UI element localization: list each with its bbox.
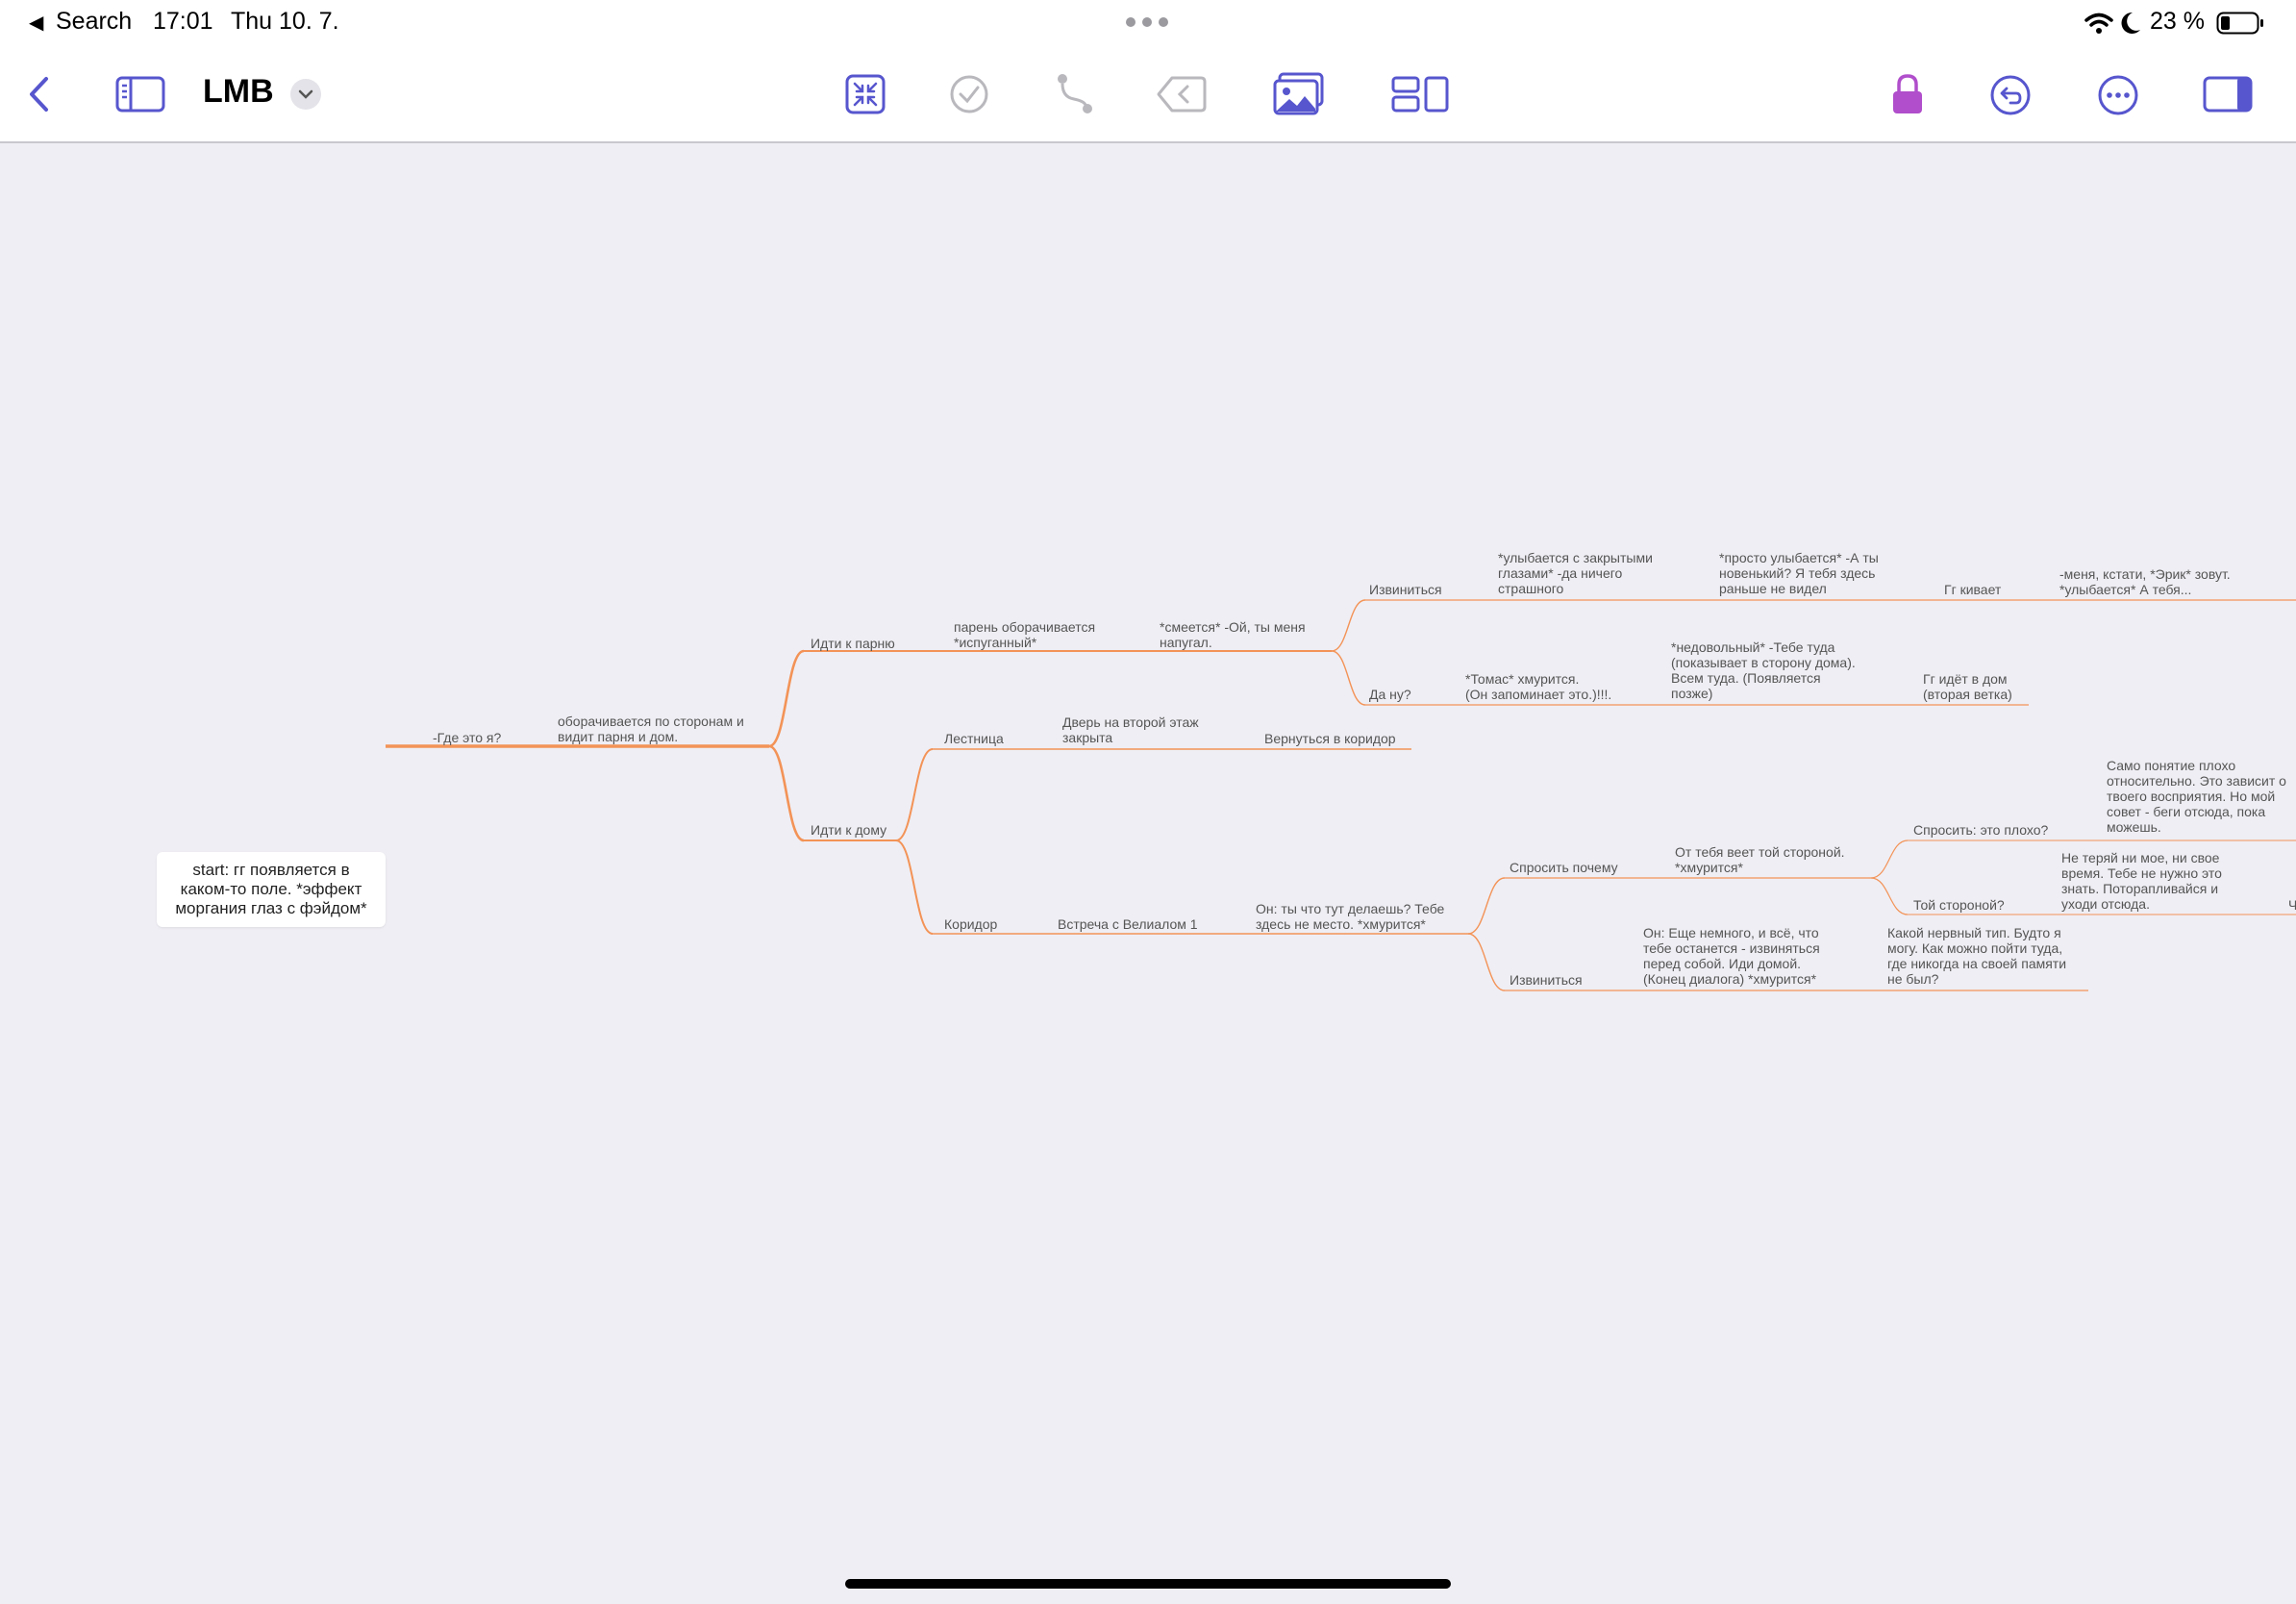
node-n11[interactable]: Да ну? — [1369, 687, 1411, 702]
tag-icon[interactable] — [1154, 73, 1208, 115]
more-icon[interactable] — [2096, 73, 2140, 117]
node-n20[interactable]: Встреча с Велиалом 1 — [1058, 916, 1198, 932]
node-n21[interactable]: Он: ты что тут делаешь? Тебе здесь не ме… — [1256, 901, 1445, 932]
wifi-icon — [2084, 13, 2113, 34]
inspector-icon[interactable] — [2202, 73, 2254, 115]
connector-to-n24 — [1870, 840, 1909, 879]
node-n31[interactable]: Какой нервный тип. Будто я могу. Как мож… — [1887, 925, 2067, 987]
node-n29[interactable]: Извиниться — [1510, 972, 1583, 988]
node-n30[interactable]: Он: Еще немного, и всё, что тебе останет… — [1643, 925, 1820, 987]
connector-to-n26 — [1870, 877, 1909, 915]
multitasking-dots-icon[interactable] — [1125, 16, 1169, 28]
moon-icon — [2121, 12, 2140, 34]
connector-to-n15 — [768, 744, 805, 842]
connector-to-n11 — [1331, 650, 1366, 706]
battery-icon — [2216, 12, 2263, 35]
mindmap-canvas[interactable]: start: гг появляется в каком-то поле. *э… — [0, 143, 2296, 1604]
focus-collapse-icon[interactable] — [844, 73, 886, 115]
node-n18[interactable]: Вернуться в коридор — [1264, 731, 1396, 746]
node-n25[interactable]: Само понятие плохо относительно. Это зав… — [2107, 758, 2286, 835]
node-n12[interactable]: *Томас* хмурится. (Он запоминает это.)!!… — [1465, 671, 1612, 702]
checkmark-icon[interactable] — [948, 73, 990, 115]
battery-percent: 23 % — [2150, 8, 2205, 35]
root-node[interactable]: start: гг появляется в каком-то поле. *э… — [157, 852, 386, 927]
node-n19[interactable]: Коридор — [944, 916, 998, 932]
node-n23[interactable]: От тебя веет той стороной. *хмурится* — [1675, 844, 1845, 875]
connector-to-n16 — [895, 748, 934, 841]
node-n26[interactable]: Той стороной? — [1913, 897, 2005, 913]
back-app-label[interactable]: Search — [56, 8, 133, 35]
connector-to-n29 — [1467, 933, 1506, 991]
node-n15[interactable]: Идти к дому — [811, 822, 887, 838]
status-date: Thu 10. 7. — [231, 8, 339, 35]
sidebar-icon[interactable] — [113, 73, 167, 115]
node-n28[interactable]: Ч — [2288, 897, 2296, 913]
connector-to-n6 — [1331, 599, 1366, 652]
back-triangle-icon[interactable]: ◀ — [29, 13, 44, 34]
node-n7[interactable]: *улыбается с закрытыми глазами* -да ниче… — [1498, 550, 1653, 596]
node-n6[interactable]: Извиниться — [1369, 582, 1442, 597]
home-indicator[interactable] — [845, 1579, 1451, 1589]
node-n22[interactable]: Спросить почему — [1510, 860, 1618, 875]
back-chevron-icon[interactable] — [19, 73, 58, 115]
connector-to-n3 — [768, 649, 805, 748]
toolbar: LMB — [0, 46, 2296, 143]
node-n1[interactable]: -Где это я? — [433, 730, 502, 745]
title-chevron-down-icon[interactable] — [290, 79, 321, 110]
status-bar: ◀ Search 17:01 Thu 10. 7. 23 % — [0, 0, 2296, 46]
node-n16[interactable]: Лестница — [944, 731, 1004, 746]
connector-to-n22 — [1467, 877, 1506, 935]
node-n27[interactable]: Не теряй ни мое, ни свое время. Тебе не … — [2061, 850, 2222, 912]
connection-icon[interactable] — [1054, 71, 1096, 117]
node-n3[interactable]: Идти к парню — [811, 636, 895, 651]
node-n8[interactable]: *просто улыбается* -А ты новенький? Я те… — [1719, 550, 1879, 596]
connector-to-n19 — [895, 840, 934, 935]
node-n14[interactable]: Гг идёт в дом (вторая ветка) — [1923, 671, 2012, 702]
status-time: 17:01 — [153, 8, 213, 35]
node-n9[interactable]: Гг кивает — [1944, 582, 2002, 597]
image-icon[interactable] — [1271, 71, 1327, 117]
node-n13[interactable]: *недовольный* -Тебе туда (показывает в с… — [1671, 639, 1856, 701]
node-n17[interactable]: Дверь на второй этаж закрыта — [1062, 714, 1199, 745]
node-n24[interactable]: Спросить: это плохо? — [1913, 822, 2049, 838]
node-n4[interactable]: парень оборачивается *испуганный* — [954, 619, 1096, 650]
node-n10[interactable]: -меня, кстати, *Эрик* зовут. *улыбается*… — [2059, 566, 2231, 597]
undo-icon[interactable] — [1988, 73, 2033, 117]
layout-icon[interactable] — [1390, 73, 1450, 115]
mindmap-connections — [386, 599, 2296, 991]
lock-icon[interactable] — [1888, 71, 1927, 117]
node-n2[interactable]: оборачивается по сторонам и видит парня … — [558, 714, 744, 744]
document-title[interactable]: LMB — [203, 73, 274, 110]
node-n5[interactable]: *смеется* -Ой, ты меня напугал. — [1160, 619, 1306, 650]
